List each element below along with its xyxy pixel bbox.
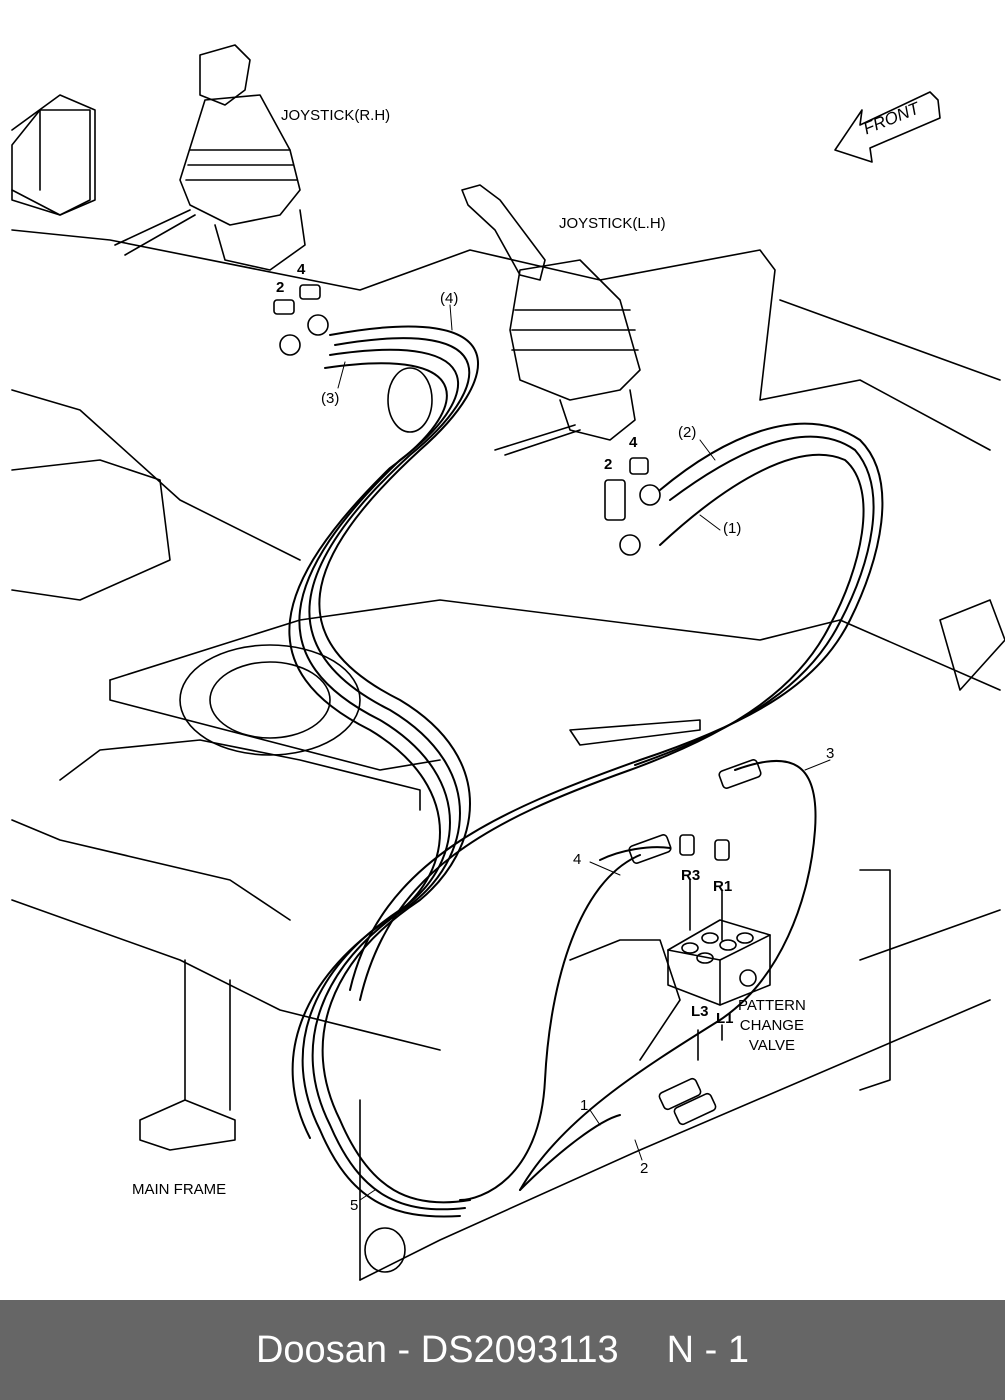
footer-brand: Doosan [255,1328,387,1371]
callout-hose-3: 3 [826,745,835,762]
pattern-change-valve-line-1: PATTERN [738,997,806,1014]
joystick-rh-label: JOYSTICK(R.H) [281,107,391,124]
pattern-change-valve-label: PATTERN CHANGE VALVE [738,996,806,1056]
fittings [273,284,762,1126]
footer-page-ref: N - 1 [666,1328,750,1371]
footer-bar: Doosan - DS2093113 N - 1 [0,1300,1005,1400]
front-arrow-icon [834,91,941,163]
callout-lh-hose-1: (1) [723,520,742,537]
callout-hose-4: 4 [573,851,582,868]
callout-rh-port-4: 4 [297,261,306,278]
callout-rh-hose-4: (4) [440,290,459,307]
seat-bracket [11,109,91,216]
callout-lh-port-2: 2 [604,456,613,473]
pattern-change-valve-line-2: CHANGE [739,1017,804,1034]
callout-valve-port-r3: R3 [681,867,701,884]
callout-hose-1: 1 [580,1097,589,1114]
footer-dash: - [397,1328,411,1371]
callout-lh-port-4: 4 [629,434,638,451]
hose-bundle [288,325,884,1218]
footer-part-number: DS2093113 [420,1328,619,1371]
callout-rh-hose-3: (3) [321,390,340,407]
callout-valve-port-r1: R1 [713,878,733,895]
callout-lh-hose-2: (2) [678,424,697,441]
hydraulic-joystick-diagram [11,44,1005,1281]
main-frame-outline [11,94,1005,1281]
leader-lines [337,304,831,1201]
main-frame-label: MAIN FRAME [132,1181,227,1198]
joystick-rh [114,44,306,271]
pattern-change-valve-body [667,879,771,1061]
callout-hose-2: 2 [640,1160,649,1177]
callout-rh-port-2: 2 [276,279,285,296]
pattern-change-valve-line-3: VALVE [748,1037,795,1054]
callout-hose-5: 5 [350,1197,359,1214]
callout-valve-port-l3: L3 [691,1003,709,1020]
joystick-lh-label: JOYSTICK(L.H) [559,215,666,232]
callout-valve-port-l1: L1 [716,1010,734,1027]
joystick-lh [461,184,641,456]
